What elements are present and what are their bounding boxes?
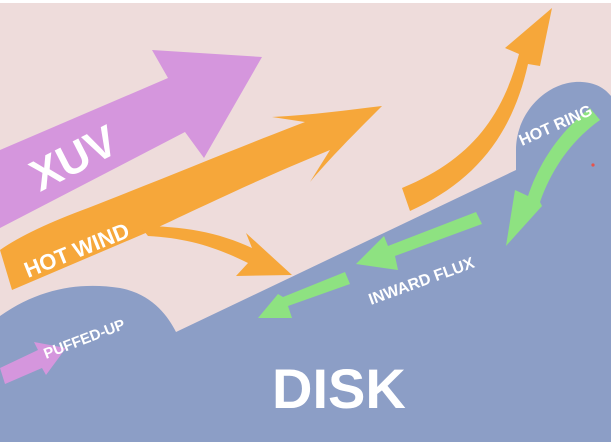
frame-right — [611, 0, 614, 442]
disk-label: DISK — [272, 357, 406, 420]
inward-flux-arrow-ring — [506, 108, 600, 246]
xuv-arrow — [0, 50, 262, 228]
disk-body — [0, 81, 611, 442]
inward-flux-arrow-middle — [356, 212, 482, 270]
frame-top — [0, 0, 614, 3]
red-speck — [591, 163, 595, 167]
inward-flux-arrow-lower — [258, 272, 350, 318]
xuv-small-arrow — [0, 342, 66, 384]
hot-wind-up-arrow — [402, 8, 552, 211]
hot-wind-arrow — [0, 106, 382, 290]
hot-wind-branch-arrow — [140, 226, 292, 276]
